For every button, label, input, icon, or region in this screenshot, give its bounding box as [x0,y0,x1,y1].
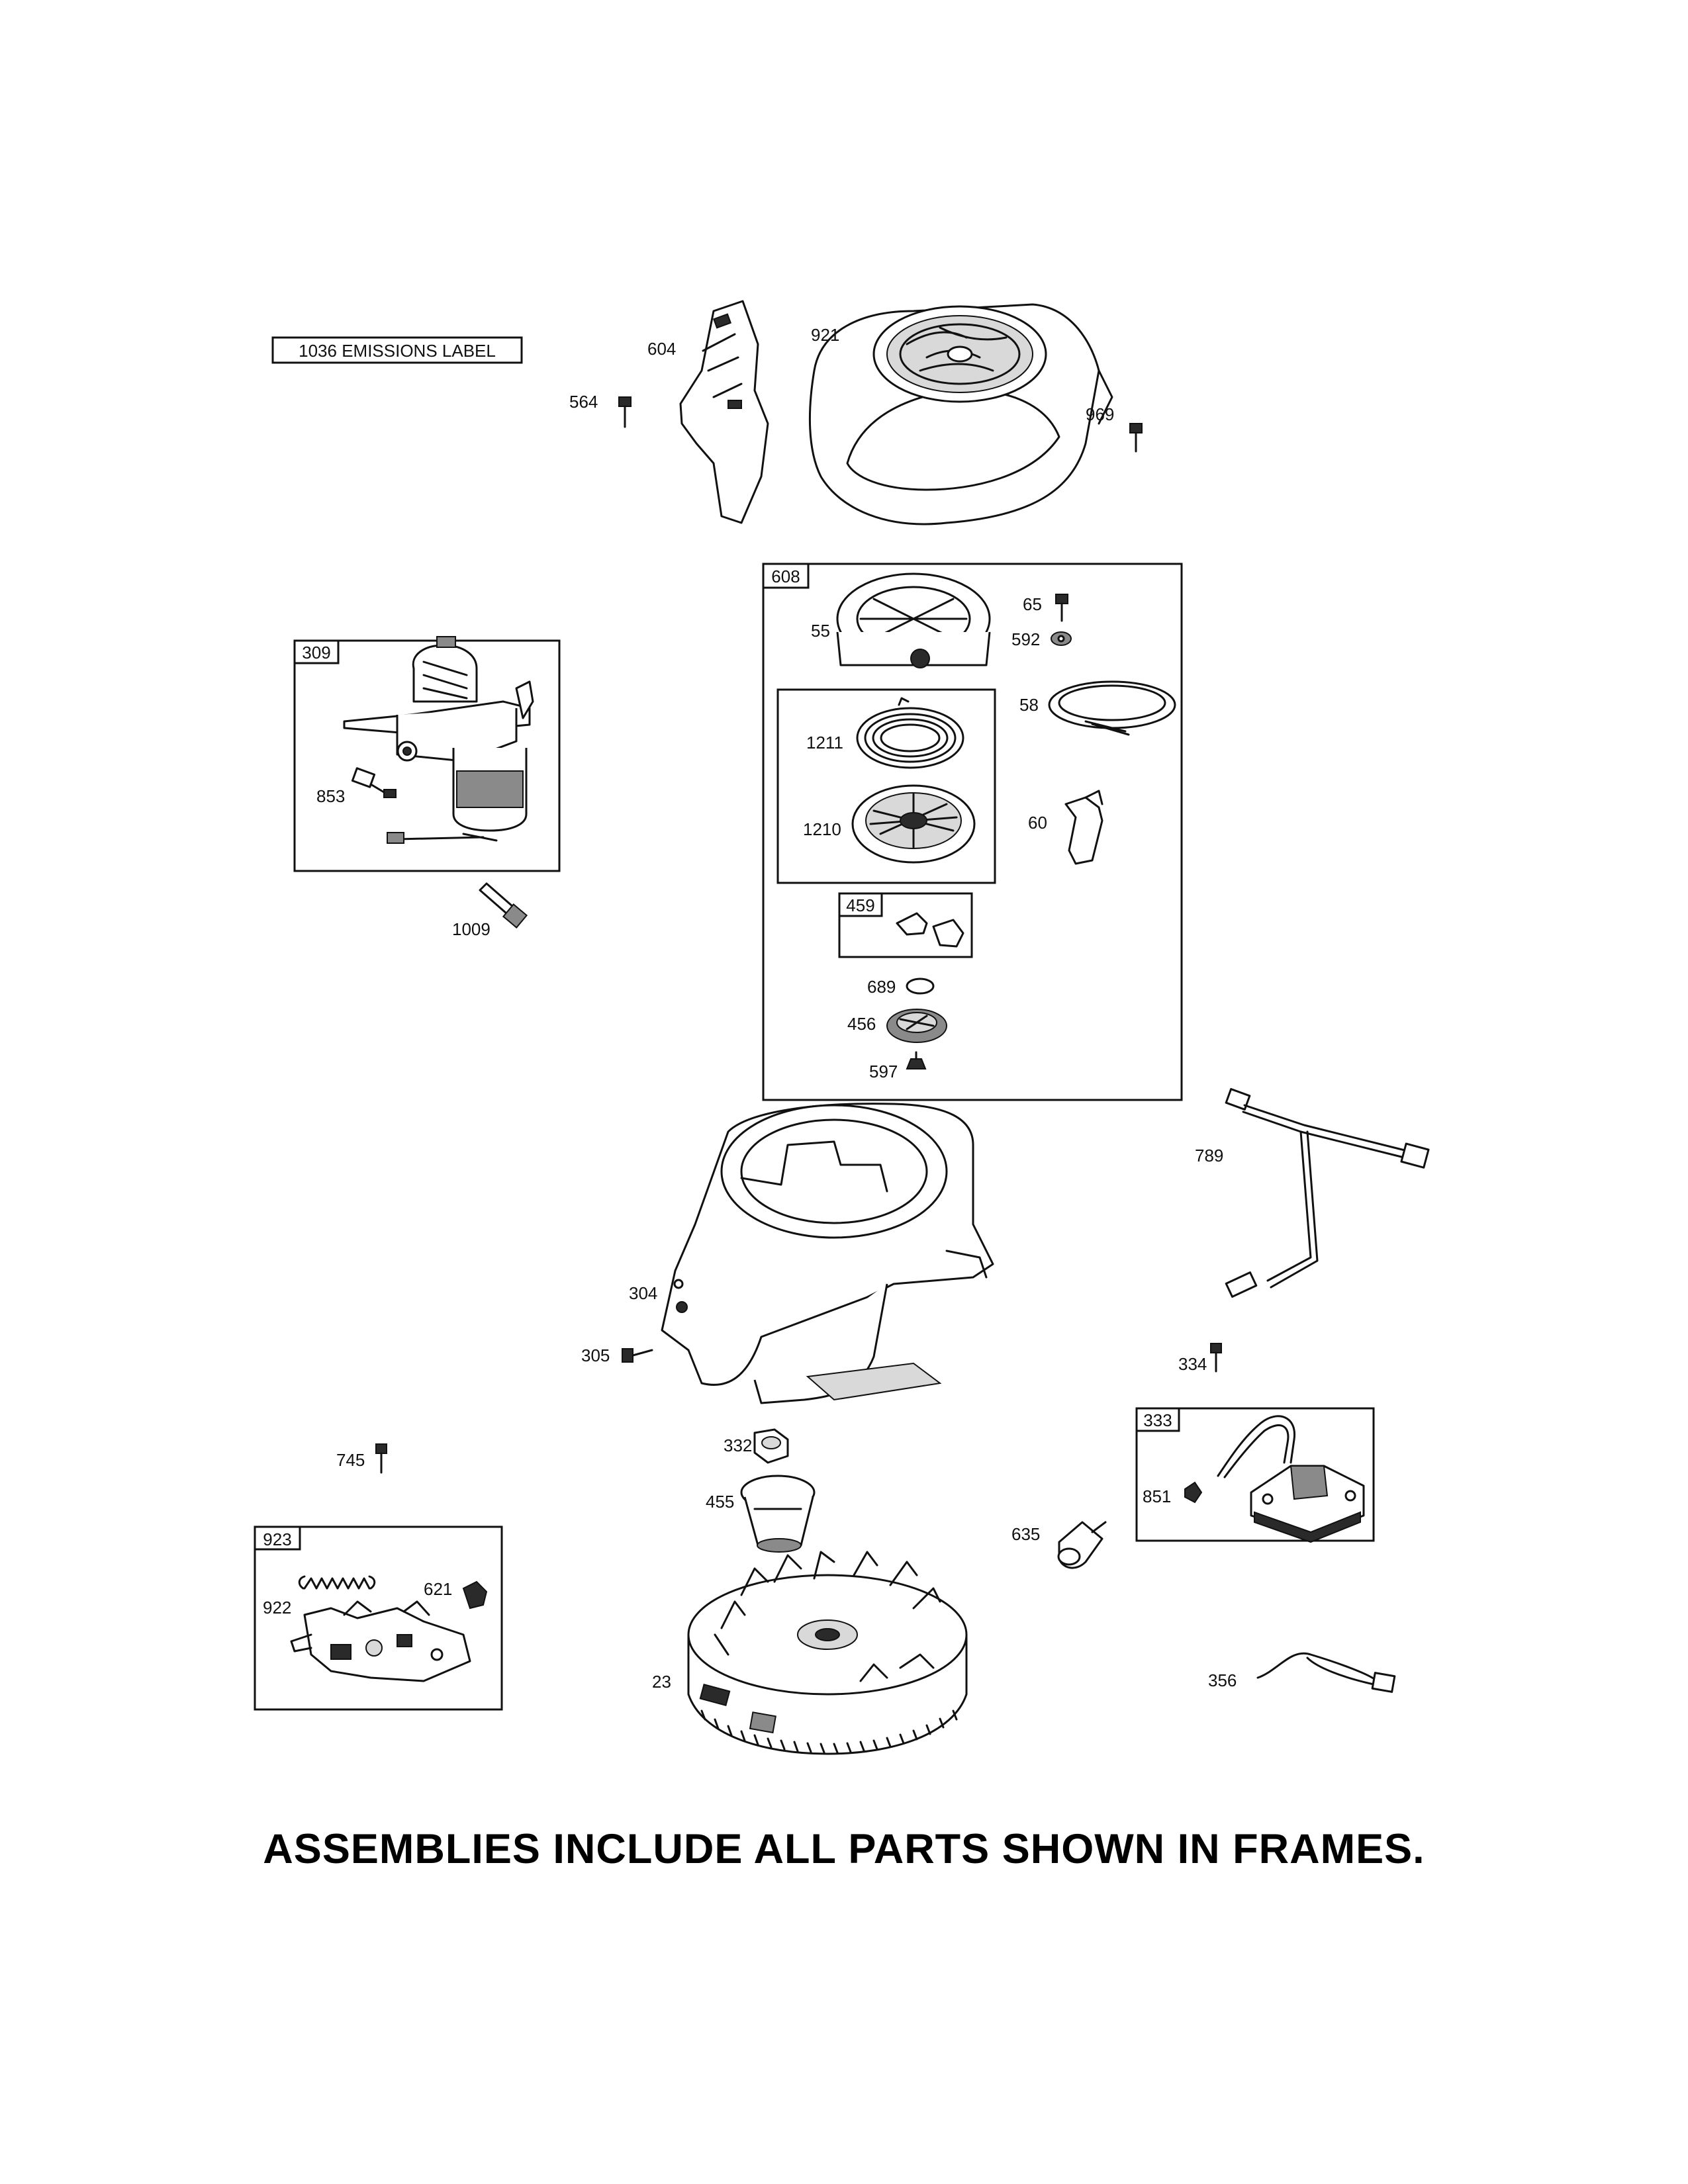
label-1210: 1210 [803,819,841,839]
frame-333-tag: 333 [1143,1410,1172,1430]
label-635: 635 [1011,1524,1040,1544]
label-851: 851 [1143,1486,1171,1506]
frame-608-tag: 608 [771,567,800,586]
part-60-handle [1064,790,1103,865]
label-1009: 1009 [452,919,491,939]
nut-332 [753,1428,789,1464]
part-1211-spring [856,697,964,769]
screw-969 [1129,423,1143,453]
part-23-flywheel [687,1551,968,1755]
part-604-shroud [679,300,769,524]
part-921-blower-cover [808,303,1113,525]
label-456: 456 [847,1014,876,1034]
part-309-starter-motor [343,636,534,844]
bolt-1009 [479,882,528,929]
footer-note: ASSEMBLIES INCLUDE ALL PARTS SHOWN IN FR… [263,1826,1425,1872]
frame-923-tag: 923 [263,1529,291,1549]
frame-459: 459 [838,892,973,958]
part-1210-pulley [851,784,976,864]
screw-564 [618,396,632,428]
nut-592 [1051,631,1072,646]
frame-309-tag: 309 [302,643,330,662]
label-745: 745 [336,1450,365,1470]
label-305: 305 [581,1345,610,1365]
frame-923: 923 [254,1525,503,1711]
label-304: 304 [629,1283,657,1303]
label-455: 455 [706,1492,734,1512]
label-332: 332 [724,1435,752,1455]
part-689-ring [906,978,935,995]
label-597: 597 [869,1062,898,1081]
screw-745 [375,1443,387,1474]
part-789-wire-harness [1225,1088,1430,1298]
label-969: 969 [1086,404,1114,424]
emissions-label-text: 1036 EMISSIONS LABEL [299,341,496,361]
part-455-cup [740,1475,816,1553]
label-1211: 1211 [806,733,843,752]
frame-459-tag: 459 [846,895,874,915]
label-55: 55 [811,621,830,641]
part-851-clip [1184,1481,1203,1504]
emissions-label-box: 1036 EMISSIONS LABEL [271,336,523,364]
part-333-ignition-coil [1217,1415,1365,1543]
label-922: 922 [263,1598,291,1617]
label-621: 621 [424,1579,452,1599]
part-58-rope [1048,680,1176,736]
part-621-clip [462,1580,488,1610]
label-564: 564 [569,392,598,412]
inner-frame-pulley [776,688,996,884]
screw-597 [906,1051,927,1069]
frame-608: 608 [762,563,1183,1101]
label-689: 689 [867,977,896,997]
frame-309: 309 [293,639,561,872]
part-55-starter-housing [836,572,991,668]
part-456-ratchet [886,1009,947,1043]
part-635-plug-boot [1057,1521,1107,1569]
part-304-blower-housing [661,1103,994,1404]
frame-333: 333 [1135,1407,1375,1542]
part-923-control-bracket [290,1600,471,1682]
label-23: 23 [652,1672,671,1692]
label-58: 58 [1019,695,1039,715]
part-356-ground-wire [1256,1652,1396,1693]
label-65: 65 [1023,594,1042,614]
part-922-spring [298,1575,376,1590]
label-789: 789 [1195,1146,1223,1165]
label-592: 592 [1011,629,1040,649]
label-334: 334 [1178,1354,1207,1374]
label-921: 921 [811,325,839,345]
part-853-connector [351,767,397,798]
label-60: 60 [1028,813,1047,833]
label-853: 853 [316,786,345,806]
screw-305 [622,1348,653,1363]
label-604: 604 [647,339,676,359]
screw-334 [1210,1343,1222,1373]
label-356: 356 [1208,1670,1237,1690]
screw-65 [1055,594,1068,622]
